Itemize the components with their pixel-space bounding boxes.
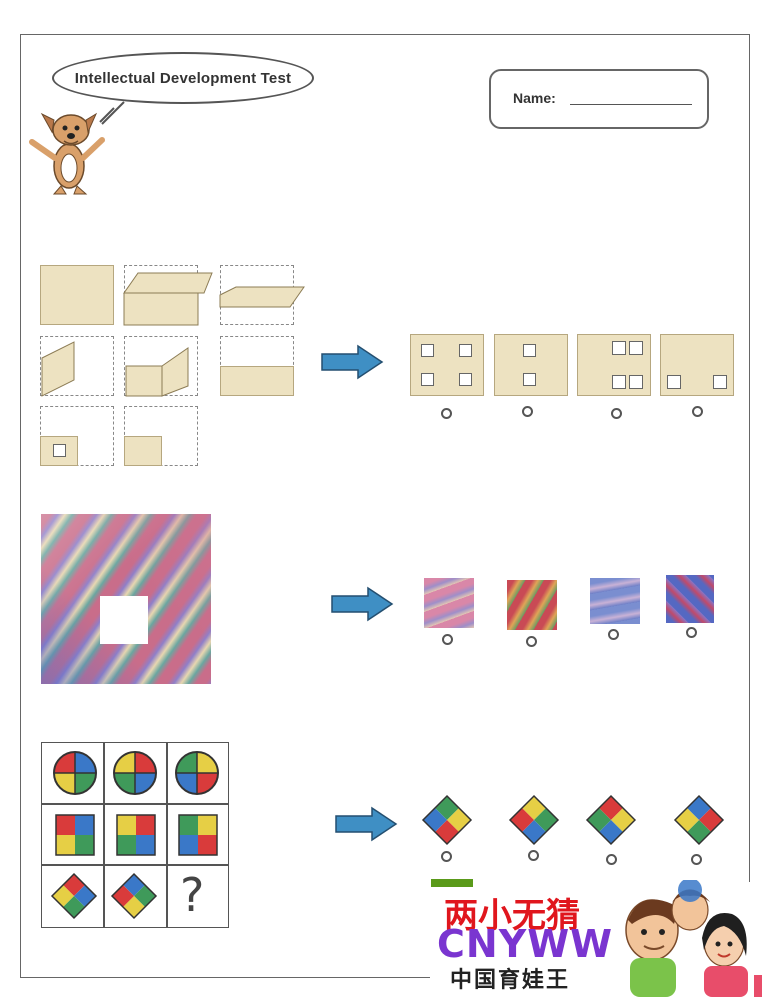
q2-option-d: [666, 575, 714, 623]
cartoon-kids-icon: [625, 880, 762, 997]
q1-answer-circle-c[interactable]: [611, 408, 622, 419]
matrix-divider: [41, 864, 229, 866]
q3-option-b: [508, 794, 560, 846]
q3-answer-circle-b[interactable]: [528, 850, 539, 861]
quartered-square-icon: [178, 814, 218, 856]
q3-option-d: [673, 794, 725, 846]
fold-step-3-flap: [219, 286, 305, 308]
q3-option-c: [585, 794, 637, 846]
arrow-right-icon: [335, 806, 398, 842]
q1-option-c: [577, 334, 651, 396]
page-title: Intellectual Development Test: [74, 69, 292, 87]
fold-step-6-folded: [220, 366, 294, 396]
q2-answer-circle-b[interactable]: [526, 636, 537, 647]
fold-step-7-folded: [40, 436, 78, 466]
arrow-right-icon: [321, 344, 384, 380]
fold-step-4: [40, 336, 114, 396]
q3-answer-circle-c[interactable]: [606, 854, 617, 865]
q1-option-d: [660, 334, 734, 396]
q1-answer-circle-b[interactable]: [522, 406, 533, 417]
q2-answer-circle-c[interactable]: [608, 629, 619, 640]
name-box: [489, 69, 709, 129]
arrow-right-icon: [331, 586, 394, 622]
page-frame: [20, 34, 750, 978]
q2-option-c: [590, 578, 640, 624]
quartered-circle-icon: [113, 751, 157, 795]
watermark-brand: CNYWW: [437, 922, 614, 966]
name-label: Name:: [513, 90, 556, 106]
quartered-circle-icon: [175, 751, 219, 795]
watermark-accent-bar: [431, 879, 473, 887]
matrix-divider: [41, 803, 229, 805]
fold-step-1: [40, 265, 114, 325]
quartered-diamond-icon: [50, 872, 98, 920]
quartered-square-icon: [116, 814, 156, 856]
q1-answer-circle-d[interactable]: [692, 406, 703, 417]
fold-step-2-flap: [123, 272, 213, 326]
missing-piece-hole: [100, 596, 148, 644]
watermark-chinese-title: 两小无猜: [444, 896, 580, 936]
q3-option-a: [421, 794, 473, 846]
q2-answer-circle-a[interactable]: [442, 634, 453, 645]
q2-option-a: [424, 578, 474, 628]
dog-mascot-icon: [29, 101, 125, 195]
q2-option-b: [507, 580, 557, 630]
fold-step-8-folded: [124, 436, 162, 466]
q1-option-a: [410, 334, 484, 396]
quartered-circle-icon: [53, 751, 97, 795]
punch-hole: [53, 444, 66, 457]
q3-answer-circle-a[interactable]: [441, 851, 452, 862]
pattern-matrix: [41, 742, 229, 928]
name-input-line[interactable]: [570, 104, 692, 105]
q1-option-b: [494, 334, 568, 396]
fold-step-5-flap: [125, 347, 189, 397]
q3-answer-circle-d[interactable]: [691, 854, 702, 865]
watermark-subtitle: 中国育娃王: [450, 968, 571, 993]
quartered-diamond-icon: [110, 872, 158, 920]
matrix-divider: [166, 742, 168, 928]
q1-answer-circle-a[interactable]: [441, 408, 452, 419]
unknown-question-mark: ?: [180, 868, 205, 922]
title-speech-bubble: Intellectual Development Test: [52, 52, 314, 104]
q2-answer-circle-d[interactable]: [686, 627, 697, 638]
fold-step-4-flap: [41, 341, 75, 397]
matrix-divider: [103, 742, 105, 928]
quartered-square-icon: [55, 814, 95, 856]
